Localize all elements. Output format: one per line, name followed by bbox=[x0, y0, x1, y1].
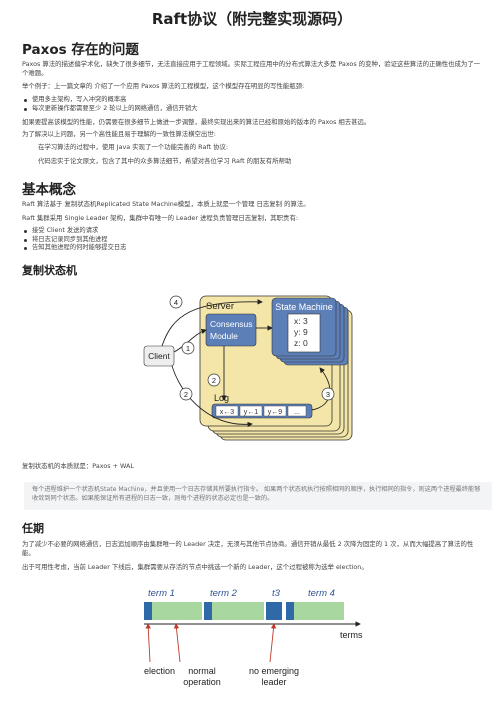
log-entry: ... bbox=[294, 409, 300, 416]
election-segment bbox=[204, 602, 212, 620]
client-box bbox=[143, 345, 175, 367]
client-label: Client bbox=[148, 351, 170, 361]
svg-text:1: 1 bbox=[186, 344, 190, 353]
state-value: x: 3 bbox=[294, 316, 308, 326]
axis-label: terms bbox=[340, 630, 363, 640]
term-label: term 1 bbox=[148, 588, 175, 599]
term-label: term 2 bbox=[210, 588, 238, 599]
step-2-badge: 2 bbox=[207, 373, 221, 387]
basics-paragraph-1: Raft 算法基于 复制状态机Replicated State Machine模… bbox=[22, 200, 310, 208]
list-item: 告知其他进程的何时能够提交日志 bbox=[22, 244, 484, 253]
paxos-paragraph-5: 在学习算法的过程中，使用 Java 实现了一个功能完善的 Raft 协议: bbox=[38, 143, 229, 151]
state-machine-label: State Machine bbox=[275, 302, 333, 312]
rsm-quote: 每个进程维护一个状态机State Machine，并且使用一个日志存储其所要执行… bbox=[24, 482, 492, 510]
election-segment bbox=[144, 602, 152, 620]
basics-paragraph-2: Raft 集群采用 Single Leader 架构，集群中有唯一的 Leade… bbox=[22, 214, 298, 222]
paxos-paragraph-6: 代码忠实于论文原文，包含了其中的众多算法细节，希望对各位学习 Raft 的朋友有… bbox=[38, 157, 292, 165]
step-4-badge: 4 bbox=[169, 295, 183, 309]
log-entry: y←1 bbox=[244, 409, 259, 416]
election-label: election bbox=[144, 666, 175, 676]
state-value: y: 9 bbox=[294, 327, 308, 337]
normal-segment bbox=[152, 602, 202, 620]
svg-text:2: 2 bbox=[184, 390, 188, 399]
normal-segment bbox=[294, 602, 344, 620]
consensus-label-1: Consensus bbox=[210, 319, 253, 329]
term-paragraph-2: 出于可用性考虑，当前 Leader 下线后，集群需要从存活的节点中挑选一个新的 … bbox=[22, 563, 368, 571]
list-item: 使用多主架构，写入冲突的概率高 bbox=[22, 96, 484, 105]
normal-label-1: normal bbox=[188, 666, 216, 676]
term-paragraph-1: 为了减少不必要的网络通信，日志追加顺序由集群唯一的 Leader 决定，无须与其… bbox=[22, 540, 474, 557]
no-leader-label-1: no emerging bbox=[249, 666, 299, 676]
state-value: z: 0 bbox=[294, 338, 308, 348]
paxos-paragraph-4: 为了解决以上问题，另一个高性能且易于理解的一致性算法横空出世: bbox=[22, 130, 216, 138]
svg-text:4: 4 bbox=[174, 298, 178, 307]
log-entry: y←9 bbox=[268, 409, 283, 416]
server-label: Server bbox=[206, 301, 234, 312]
rsm-heading: 复制状态机 bbox=[22, 264, 77, 277]
basics-heading: 基本概念 bbox=[22, 182, 76, 198]
paxos-paragraph-3: 如果要提高该模型的性能，仍需要在很多细节上做进一步调整，最终实现出来的算法已经和… bbox=[22, 118, 371, 126]
term-heading: 任期 bbox=[22, 522, 44, 535]
log-entry: x←3 bbox=[220, 409, 235, 416]
list-item: 每次更新操作都需要至少 2 轮以上的网络通信，通信开销大 bbox=[22, 105, 484, 114]
normal-segment bbox=[212, 602, 264, 620]
paxos-bullet-list: 使用多主架构，写入冲突的概率高 每次更新操作都需要至少 2 轮以上的网络通信，通… bbox=[22, 96, 484, 113]
list-item: 将日志记录同步到其他进程 bbox=[22, 236, 484, 245]
log-label: Log bbox=[214, 393, 229, 403]
term-label: term 4 bbox=[308, 588, 335, 599]
replicated-state-machine-diagram: State Machine x: 3 y: 9 z: 0 Server Cons… bbox=[143, 295, 353, 441]
term-timeline-diagram: term 1 term 2 t3 term 4 terms election n… bbox=[144, 588, 363, 687]
rsm-caption: 复制状态机的本质就是：Paxos + WAL bbox=[22, 462, 134, 470]
paxos-paragraph-2: 举个例子：上一篇文章的 介绍了一个应用 Paxos 算法的工程模型，这个模型存在… bbox=[22, 82, 305, 90]
list-item: 接受 Client 发送的请求 bbox=[22, 227, 484, 236]
election-segment bbox=[286, 602, 294, 620]
term-label: t3 bbox=[272, 588, 281, 599]
consensus-label-2: Module bbox=[210, 331, 238, 341]
step-1-badge: 1 bbox=[181, 341, 195, 355]
basics-bullet-list: 接受 Client 发送的请求 将日志记录同步到其他进程 告知其他进程的何时能够… bbox=[22, 227, 484, 253]
no-leader-label-2: leader bbox=[261, 677, 286, 687]
paxos-heading: Paxos 存在的问题 bbox=[22, 42, 139, 58]
svg-text:3: 3 bbox=[326, 390, 330, 399]
svg-text:2: 2 bbox=[212, 376, 216, 385]
normal-label-2: operation bbox=[183, 677, 221, 687]
step-2b-badge: 2 bbox=[179, 387, 193, 401]
election-segment bbox=[266, 602, 282, 620]
paxos-paragraph-1: Paxos 算法的描述偏学术化，缺失了很多细节，无法直接应用于工程领域。实际工程… bbox=[22, 60, 481, 77]
page-title: Raft协议（附完整实现源码） bbox=[151, 10, 353, 28]
step-3-badge: 3 bbox=[321, 387, 335, 401]
